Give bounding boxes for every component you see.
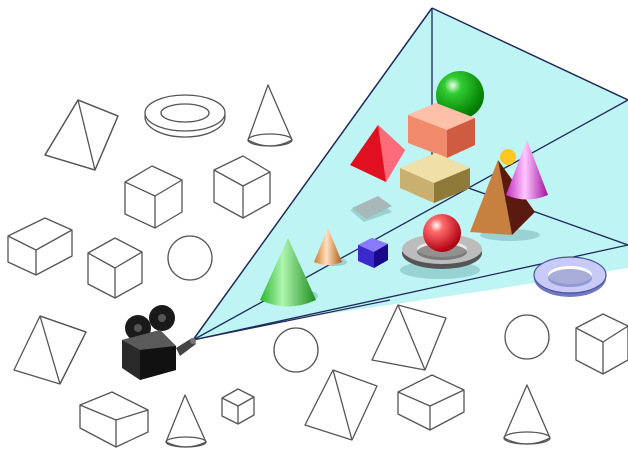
prism-outline-3: [372, 305, 446, 370]
cone-outline-3: [504, 385, 550, 444]
cone-outline-1: [248, 85, 292, 146]
cube-outline-4: [576, 314, 628, 374]
prism-outline-2: [14, 316, 86, 384]
prism-outline-4: [305, 370, 377, 440]
box-outline-1: [8, 218, 72, 275]
prism-outline-1: [45, 100, 118, 170]
cube-outline-1: [125, 166, 182, 228]
cube-outline-5: [222, 389, 254, 424]
sphere-outline-3: [505, 315, 549, 359]
camera-icon: [122, 305, 196, 380]
box-outline-2: [80, 392, 148, 447]
torus-outline-1: [145, 95, 225, 137]
box-outline-3: [398, 375, 464, 430]
cube-outline-3: [88, 238, 142, 298]
torus-purple: [534, 257, 606, 297]
sphere-red: [423, 214, 461, 252]
sphere-outline-2: [274, 328, 318, 372]
cone-outline-2: [166, 395, 206, 447]
sphere-yellow: [500, 149, 516, 165]
sphere-outline-1: [168, 236, 212, 280]
cube-outline-2: [214, 156, 270, 218]
